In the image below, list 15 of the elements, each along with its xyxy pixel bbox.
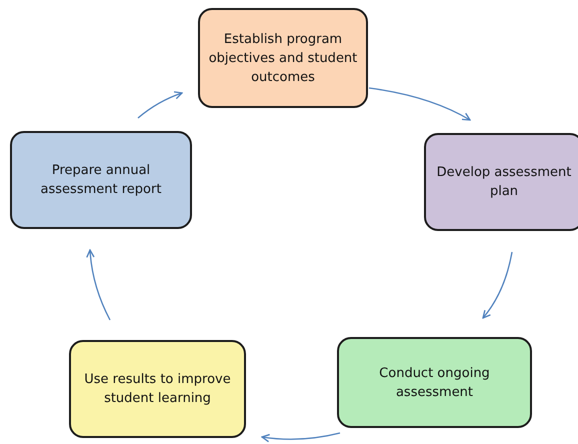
- process-box: [424, 133, 578, 231]
- arrow: [138, 91, 183, 118]
- process-box: [69, 340, 246, 438]
- arrow: [368, 87, 471, 121]
- arrow: [261, 432, 340, 442]
- step-text: Establish program objectives and student outcomes: [208, 30, 358, 86]
- process-box: [10, 131, 192, 229]
- step-text: Develop assessment plan: [436, 164, 572, 201]
- arrow: [86, 249, 111, 320]
- step-text: Prepare annual assessment report: [40, 162, 162, 199]
- arrow: [482, 252, 513, 319]
- process-box: [198, 8, 368, 108]
- step-text: Conduct ongoing assessment: [378, 364, 491, 402]
- step-text: Use results to improve student learning: [83, 371, 232, 408]
- process-box: [337, 337, 532, 428]
